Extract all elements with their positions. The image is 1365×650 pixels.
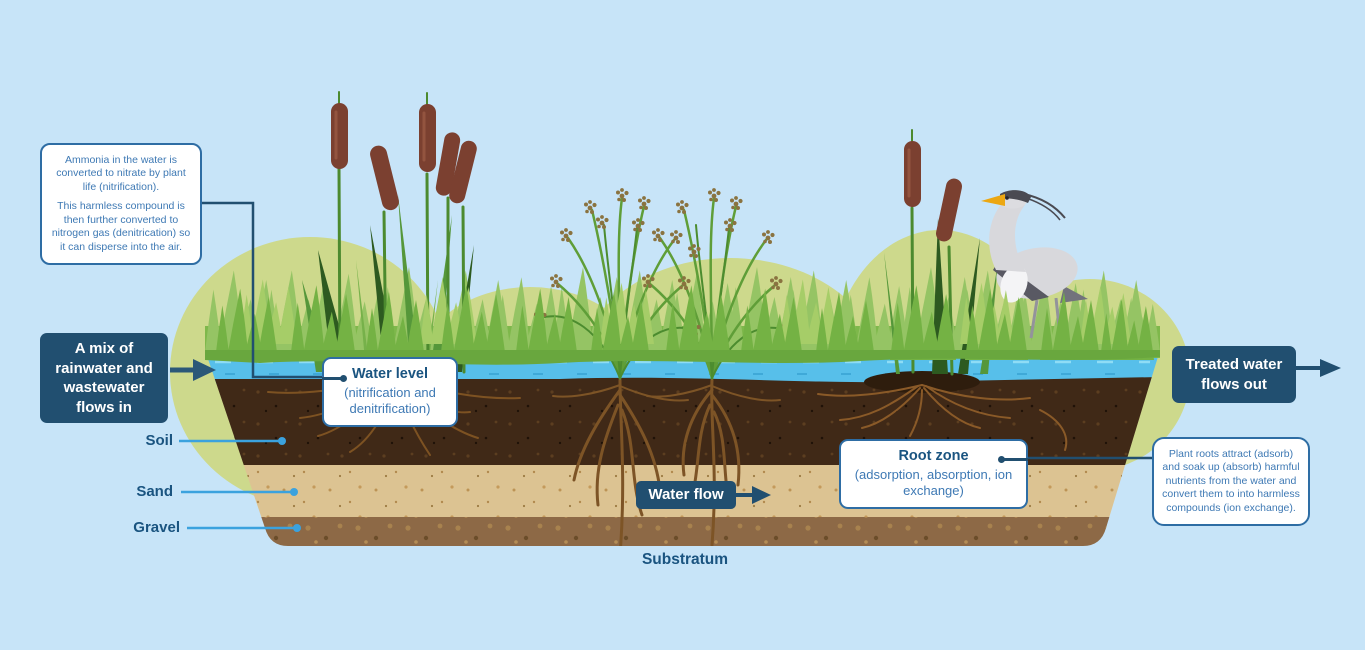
water-level-title: Water level <box>351 366 429 382</box>
ammonia-note-text-2: This harmless compound is then further c… <box>51 200 191 253</box>
outflow-arrow <box>1296 359 1341 377</box>
root-zone-leader-dot <box>998 456 1028 462</box>
root-zone-title: Root zone <box>898 448 969 464</box>
heron-illustration <box>981 190 1088 339</box>
sand-label: Sand <box>136 483 173 500</box>
root-zone-detail: (adsorption, absorption, ion exchange) <box>854 467 1013 498</box>
root-zone-box: Root zone (adsorption, absorption, ion e… <box>839 439 1028 509</box>
leader-lines <box>170 201 1341 532</box>
ammonia-note-text-1: Ammonia in the water is converted to nit… <box>56 154 186 193</box>
plant-roots-note: Plant roots attract (adsorb) and soak up… <box>1152 437 1310 527</box>
water-flow-label: Water flow <box>636 481 736 509</box>
ammonia-note: Ammonia in the water is converted to nit… <box>40 143 202 266</box>
water-level-box: Water level (nitrification and denitrifi… <box>322 357 458 427</box>
water-flow-arrow <box>736 486 771 504</box>
inflow-label: A mix of rainwater and wastewater flows … <box>40 333 168 423</box>
outflow-label: Treated water flows out <box>1172 346 1296 403</box>
inflow-arrow <box>170 359 216 381</box>
soil-label: Soil <box>145 432 173 449</box>
water-level-detail: (nitrification and denitrification) <box>344 385 436 416</box>
water-level-leader-dot <box>322 375 347 381</box>
substratum-label: Substratum <box>641 551 729 568</box>
gravel-label: Gravel <box>133 519 180 536</box>
plant-roots-note-text: Plant roots attract (adsorb) and soak up… <box>1162 448 1300 514</box>
